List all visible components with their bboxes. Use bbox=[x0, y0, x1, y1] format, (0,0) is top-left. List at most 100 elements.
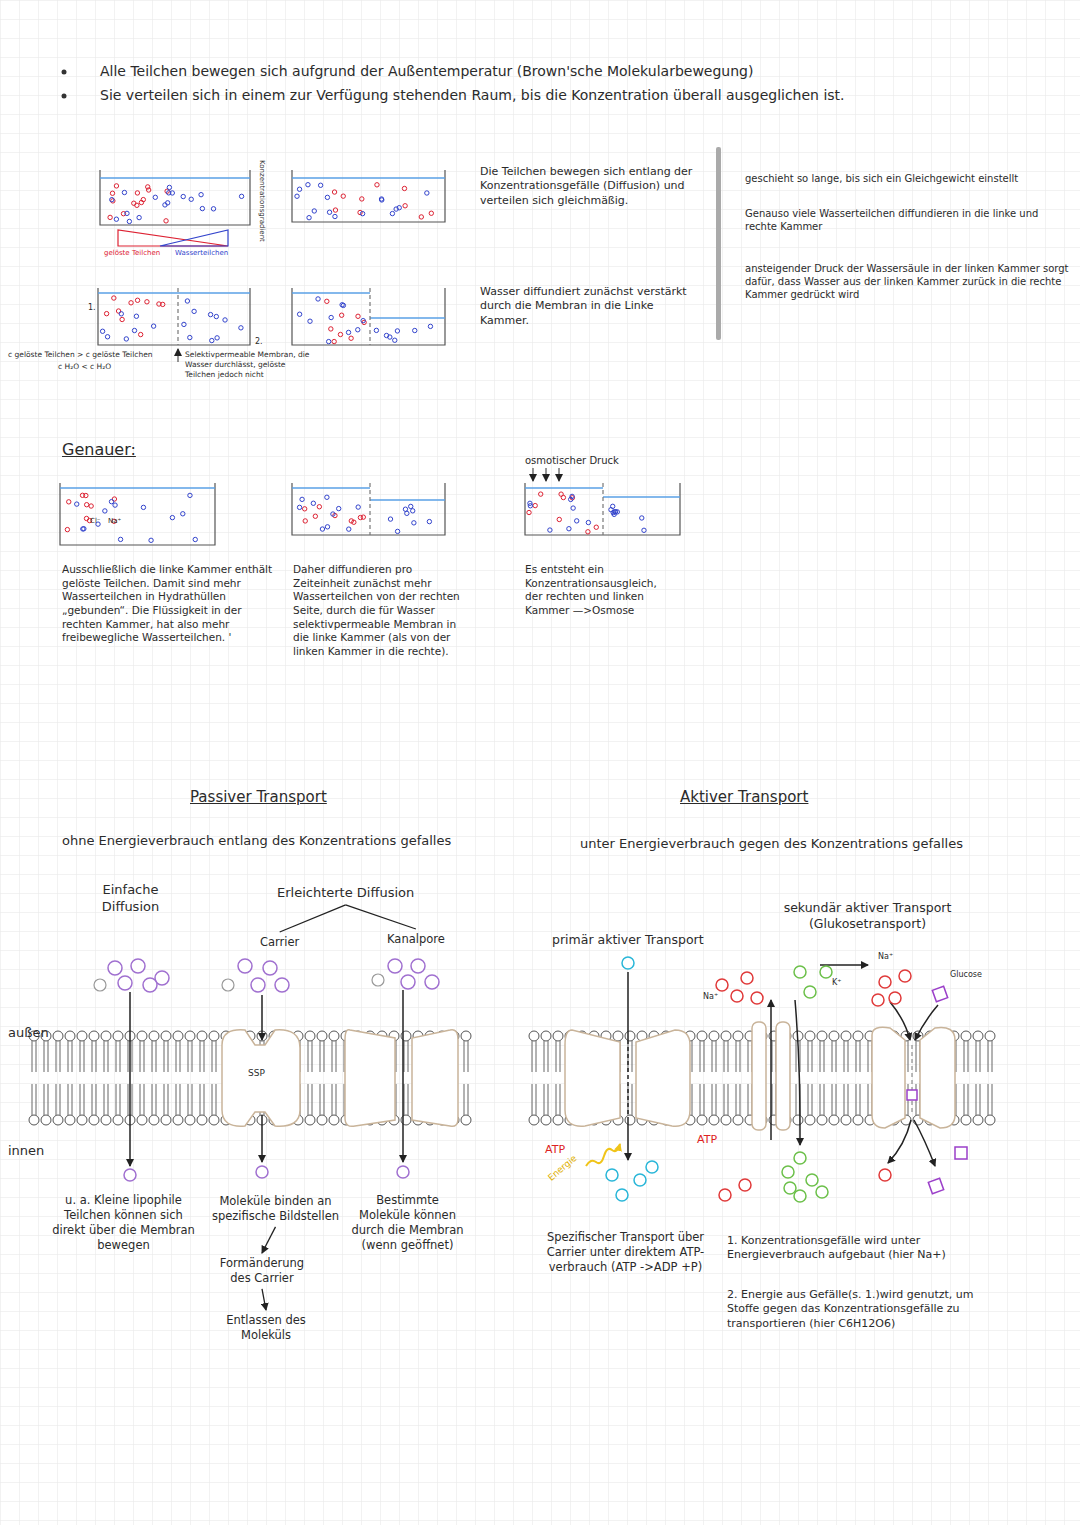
note-text: ansteigender Druck der Wassersäule in de… bbox=[745, 262, 1070, 301]
water-surface bbox=[292, 487, 370, 489]
particle bbox=[89, 504, 93, 508]
particle bbox=[361, 515, 365, 519]
glucose-molecule bbox=[955, 1147, 967, 1159]
lipid-bilayer bbox=[44, 1041, 45, 1072]
particle bbox=[165, 201, 169, 205]
particle bbox=[533, 503, 537, 507]
lipid-bilayer bbox=[192, 1084, 193, 1115]
sodium-ion bbox=[879, 976, 891, 988]
lipid-bilayer bbox=[988, 1084, 989, 1115]
lipid-bilayer bbox=[748, 1041, 749, 1072]
particle bbox=[297, 187, 301, 191]
particle bbox=[356, 328, 360, 332]
particle bbox=[223, 318, 227, 322]
lipid-bilayer bbox=[156, 1084, 157, 1115]
lipid-bilayer bbox=[209, 1115, 219, 1125]
lipid-bilayer bbox=[980, 1084, 981, 1115]
energy-arrow bbox=[586, 1144, 620, 1166]
lipid-bilayer bbox=[204, 1084, 205, 1115]
particle bbox=[332, 190, 336, 194]
formula-text: c H₂O < c H₂O bbox=[58, 362, 111, 372]
label-text: Na⁺ bbox=[703, 992, 718, 1001]
particle bbox=[575, 519, 579, 523]
step-text: 1. Konzentrationsgefälle wird unter Ener… bbox=[727, 1234, 982, 1263]
lipid-bilayer bbox=[820, 1041, 821, 1072]
beaker-number: 1. bbox=[88, 303, 96, 313]
lipid-bilayer bbox=[173, 1115, 183, 1125]
side-label: innen bbox=[8, 1143, 44, 1160]
particle bbox=[193, 537, 197, 541]
membrane-protein bbox=[345, 1030, 395, 1127]
lipid-bilayer bbox=[149, 1115, 159, 1125]
particle bbox=[393, 338, 397, 342]
particle bbox=[110, 197, 114, 201]
lipid-bilayer bbox=[204, 1041, 205, 1072]
membrane-protein bbox=[752, 1022, 766, 1130]
node-text: Entlassen des Moleküls bbox=[220, 1313, 312, 1343]
lipid-bilayer bbox=[329, 1115, 339, 1125]
pumped-molecule bbox=[634, 1174, 646, 1186]
section-heading: Passiver Transport bbox=[190, 788, 327, 808]
lipid-bilayer bbox=[536, 1084, 537, 1115]
lipid-bilayer bbox=[992, 1041, 993, 1072]
lipid-bilayer bbox=[101, 1031, 111, 1041]
transport-arrow bbox=[627, 1040, 629, 1118]
lipid-bilayer bbox=[468, 1041, 469, 1072]
lipid-bilayer bbox=[836, 1041, 837, 1072]
lipid-bilayer bbox=[721, 1115, 731, 1125]
legend-text: gelöste Teilchen bbox=[104, 249, 160, 258]
intro-text: Sie verteilen sich in einem zur Verfügun… bbox=[100, 86, 845, 104]
lipid-bilayer bbox=[868, 1041, 869, 1072]
particle bbox=[306, 183, 310, 187]
beaker bbox=[98, 288, 250, 345]
lipid-bilayer bbox=[812, 1084, 813, 1115]
lipid-bilayer bbox=[192, 1041, 193, 1072]
lipid-bilayer bbox=[60, 1084, 61, 1115]
pumped-molecule bbox=[616, 1189, 628, 1201]
lipid-bilayer bbox=[48, 1084, 49, 1115]
lipid-bilayer bbox=[625, 1031, 635, 1041]
lipid-bilayer bbox=[692, 1084, 693, 1115]
lipid-bilayer bbox=[56, 1041, 57, 1072]
potassium-ion bbox=[794, 1190, 806, 1202]
lipid-bilayer bbox=[144, 1041, 145, 1072]
potassium-ion bbox=[816, 1186, 828, 1198]
particle bbox=[611, 504, 615, 508]
lipid-bilayer bbox=[185, 1031, 195, 1041]
formula-text: c gelöste Teilchen > c gelöste Teilchen bbox=[8, 350, 153, 360]
particle bbox=[208, 312, 212, 316]
label-text: osmotischer Druck bbox=[525, 455, 619, 466]
particle bbox=[125, 211, 129, 215]
particle bbox=[139, 200, 143, 204]
text-node: Entlassen des Moleküls bbox=[218, 1312, 314, 1344]
lipid-bilayer bbox=[77, 1115, 87, 1125]
solute-molecule bbox=[108, 959, 439, 1181]
lipid-bilayer bbox=[308, 1041, 309, 1072]
label-text: Ausschließlich die linke Kammer enthält … bbox=[62, 563, 272, 643]
label-text: c H₂O < c H₂O bbox=[58, 362, 111, 371]
lipid-bilayer bbox=[700, 1041, 701, 1072]
glucose-molecule bbox=[928, 1178, 943, 1193]
solute-molecule bbox=[124, 1169, 136, 1181]
lipid-bilayer bbox=[721, 1031, 731, 1041]
lipid-bilayer bbox=[529, 1031, 539, 1041]
pointer-arrow bbox=[178, 349, 179, 362]
transport-arrow bbox=[627, 972, 629, 1040]
lipid-bilayer bbox=[976, 1084, 977, 1115]
membrane bbox=[369, 483, 370, 535]
particle bbox=[199, 192, 203, 196]
label-text: ATP bbox=[697, 1133, 717, 1146]
label-text: Alle Teilchen bewegen sich aufgrund der … bbox=[100, 63, 753, 79]
water-surface bbox=[292, 292, 370, 294]
sodium-ion bbox=[716, 970, 911, 1201]
particle bbox=[110, 191, 114, 195]
particle bbox=[331, 512, 335, 516]
particle bbox=[586, 520, 590, 524]
beaker bbox=[100, 170, 250, 225]
text-node: Moleküle binden an spezifische Bildstell… bbox=[196, 1193, 355, 1225]
lipid-bilayer bbox=[740, 1084, 741, 1115]
particle bbox=[108, 215, 112, 219]
lipid-bilayer bbox=[168, 1084, 169, 1115]
lipid-bilayer bbox=[817, 1031, 827, 1041]
transport-arrow bbox=[888, 1120, 911, 1163]
